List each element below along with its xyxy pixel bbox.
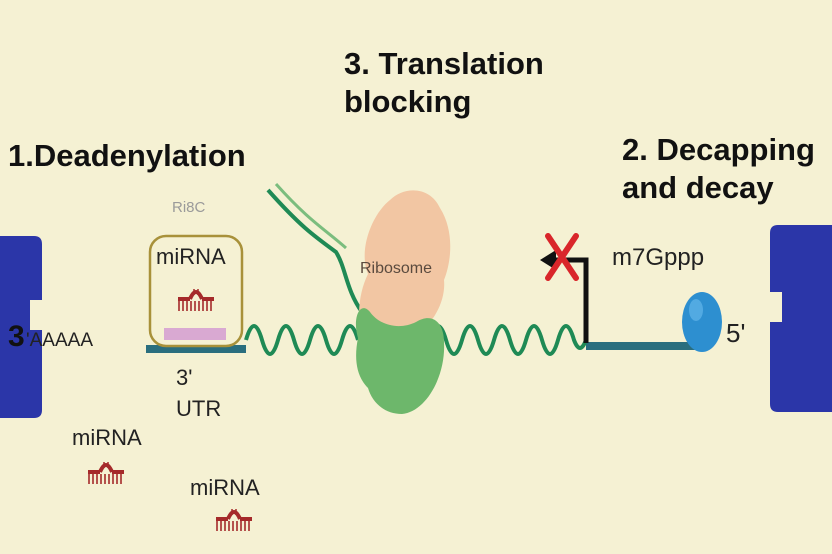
blocked-x-icon (545, 233, 579, 281)
mrna-wave (244, 324, 588, 356)
left-bracket-icon (0, 236, 42, 418)
cap-protein-highlight (689, 299, 703, 321)
mirna-binding-site (164, 328, 226, 340)
free-mirna-label: miRNA (72, 425, 142, 450)
free-mirna-label: miRNA (190, 475, 260, 500)
ribosome-label: Ribosome (360, 260, 433, 277)
cap-label: m7Gppp (612, 244, 705, 271)
decapping-title-line2: and decay (622, 170, 774, 205)
utr-label-line1: 3' (176, 365, 193, 390)
five-prime-label: 5' (726, 318, 746, 348)
nascent-peptide (266, 188, 364, 314)
mrna-strand-left (146, 345, 246, 353)
decapping-title-line1: 2. Decapping (622, 132, 815, 167)
mrna-strand-right (586, 342, 698, 350)
utr-label-line2: UTR (176, 396, 222, 421)
peptide-highlight (274, 182, 348, 250)
three-prime-digit: 3 (8, 320, 25, 353)
translation-title-line1: 3. Translation (344, 46, 544, 81)
risc-label: Ri8C (172, 199, 206, 216)
translation-title-line2: blocking (344, 84, 472, 119)
cap-protein-icon (682, 292, 722, 352)
poly-a-tail-label: 'AAAAA (26, 330, 93, 351)
risc-mirna-label: miRNA (156, 244, 226, 269)
ribosome-icon (355, 190, 451, 414)
deadenylation-title: 1.Deadenylation (8, 138, 246, 173)
mirna-icon (214, 507, 254, 533)
right-bracket-icon (770, 225, 832, 412)
mirna-icon (176, 287, 216, 313)
risc-complex-outline (148, 234, 244, 348)
cap-arrow-head (540, 250, 556, 270)
mirna-icon (86, 460, 126, 486)
